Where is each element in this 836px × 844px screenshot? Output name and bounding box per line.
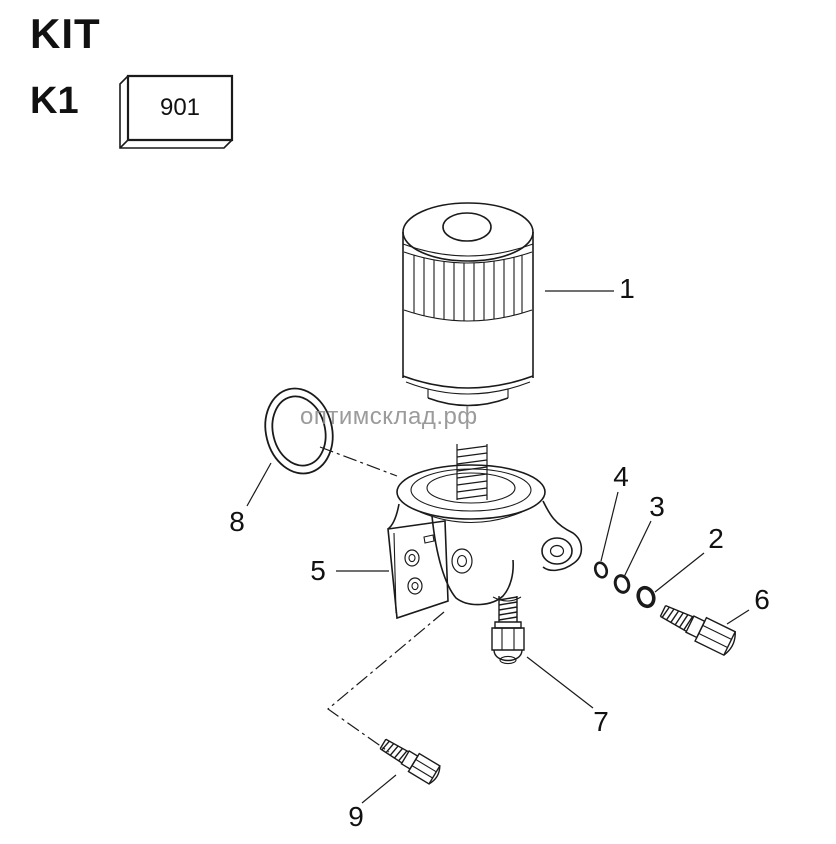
callout-leader-lines [246, 290, 750, 804]
callout-1-oil-filter: 1 [619, 273, 635, 304]
kit-variant-label: K1 [30, 80, 79, 122]
mounting-stud-threads [456, 444, 488, 500]
callout-2-o-ring: 2 [708, 523, 724, 554]
callout-7-valve-fitting: 7 [593, 706, 609, 737]
o-ring-part-2 [636, 585, 656, 609]
kit-number-box [119, 74, 234, 149]
large-o-ring [264, 387, 334, 475]
kit-number-value: 901 [159, 94, 201, 121]
watermark-text: оптимсклад.рф [300, 403, 478, 430]
oil-filter-cartridge [402, 202, 534, 407]
o-ring-part-4 [593, 561, 609, 579]
callout-6-plug-bolt: 6 [754, 584, 770, 615]
assembly-centerlines [319, 446, 445, 753]
kit-title: KIT [30, 10, 101, 57]
callout-8-large-o-ring: 8 [229, 506, 245, 537]
mounting-bolt [379, 738, 441, 785]
valve-fitting [491, 596, 525, 665]
filter-grip-flutes [413, 255, 523, 321]
callout-3-o-ring: 3 [649, 491, 665, 522]
small-o-rings [593, 561, 656, 609]
o-ring-part-3 [613, 574, 631, 594]
callout-9-mounting-bolt: 9 [348, 801, 364, 832]
plug-bolt [659, 604, 737, 657]
callout-4-o-ring: 4 [613, 461, 629, 492]
callout-5-filter-head: 5 [310, 555, 326, 586]
filter-head-base [387, 464, 583, 620]
